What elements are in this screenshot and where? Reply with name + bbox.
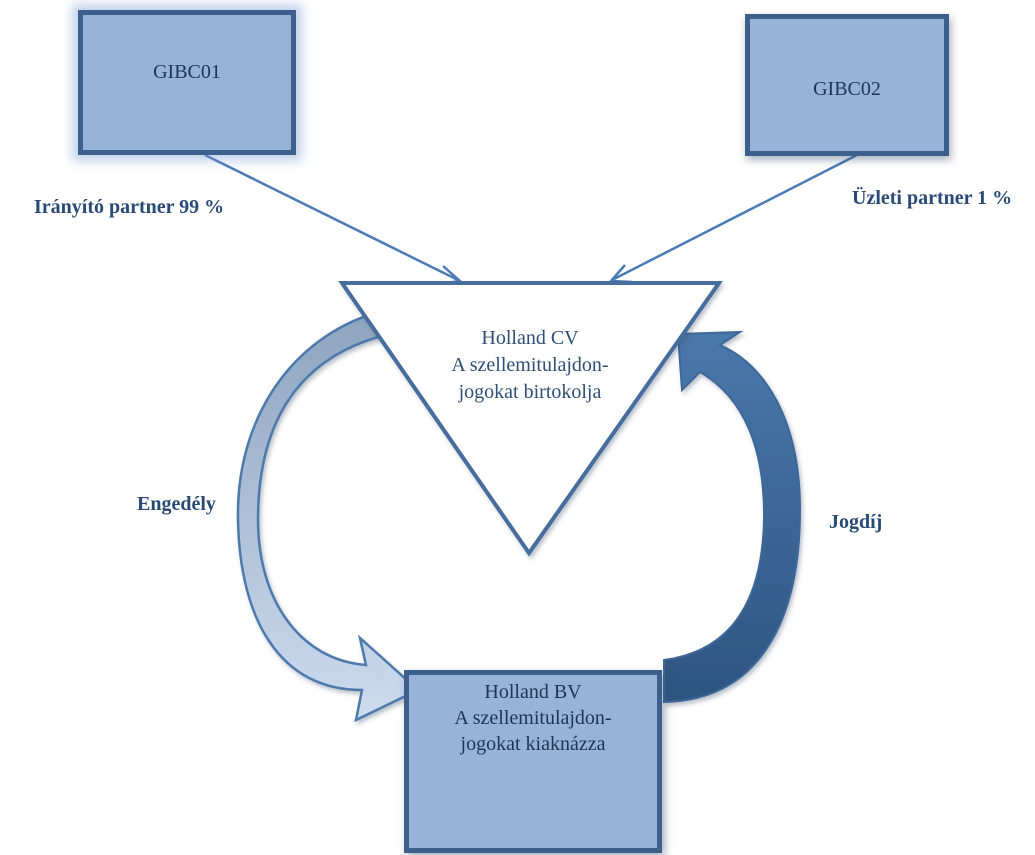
gibc01-box: GIBC01 xyxy=(78,10,296,155)
control-partner-label: Irányító partner 99 % xyxy=(34,196,225,218)
holland-cv-line: jogokat birtokolja xyxy=(458,381,602,403)
holland-bv-line: jogokat kiaknázza xyxy=(460,733,606,755)
holland-bv-line: Holland BV xyxy=(484,681,582,703)
control-partner-arrow xyxy=(204,153,463,286)
business-partner-label: Üzleti partner 1 % xyxy=(852,187,1013,209)
holland-cv-line: A szellemitulajdon- xyxy=(451,354,609,376)
license-arrow xyxy=(236,310,421,723)
holland-cv-triangle xyxy=(338,281,723,557)
business-partner-arrow xyxy=(608,153,858,284)
royalty-label: Jogdíj xyxy=(829,511,883,533)
holland-bv-box: Holland BV A szellemitulajdon- jogokat k… xyxy=(404,670,662,853)
holland-cv-text: Holland CV A szellemitulajdon- jogokat b… xyxy=(420,325,640,406)
royalty-arrow xyxy=(663,330,802,704)
gibc02-label: GIBC02 xyxy=(813,78,881,100)
license-label: Engedély xyxy=(137,493,216,515)
holland-cv-line: Holland CV xyxy=(481,327,579,349)
gibc01-label: GIBC01 xyxy=(153,60,221,83)
holland-bv-line: A szellemitulajdon- xyxy=(454,707,612,729)
gibc02-box: GIBC02 xyxy=(745,14,949,156)
